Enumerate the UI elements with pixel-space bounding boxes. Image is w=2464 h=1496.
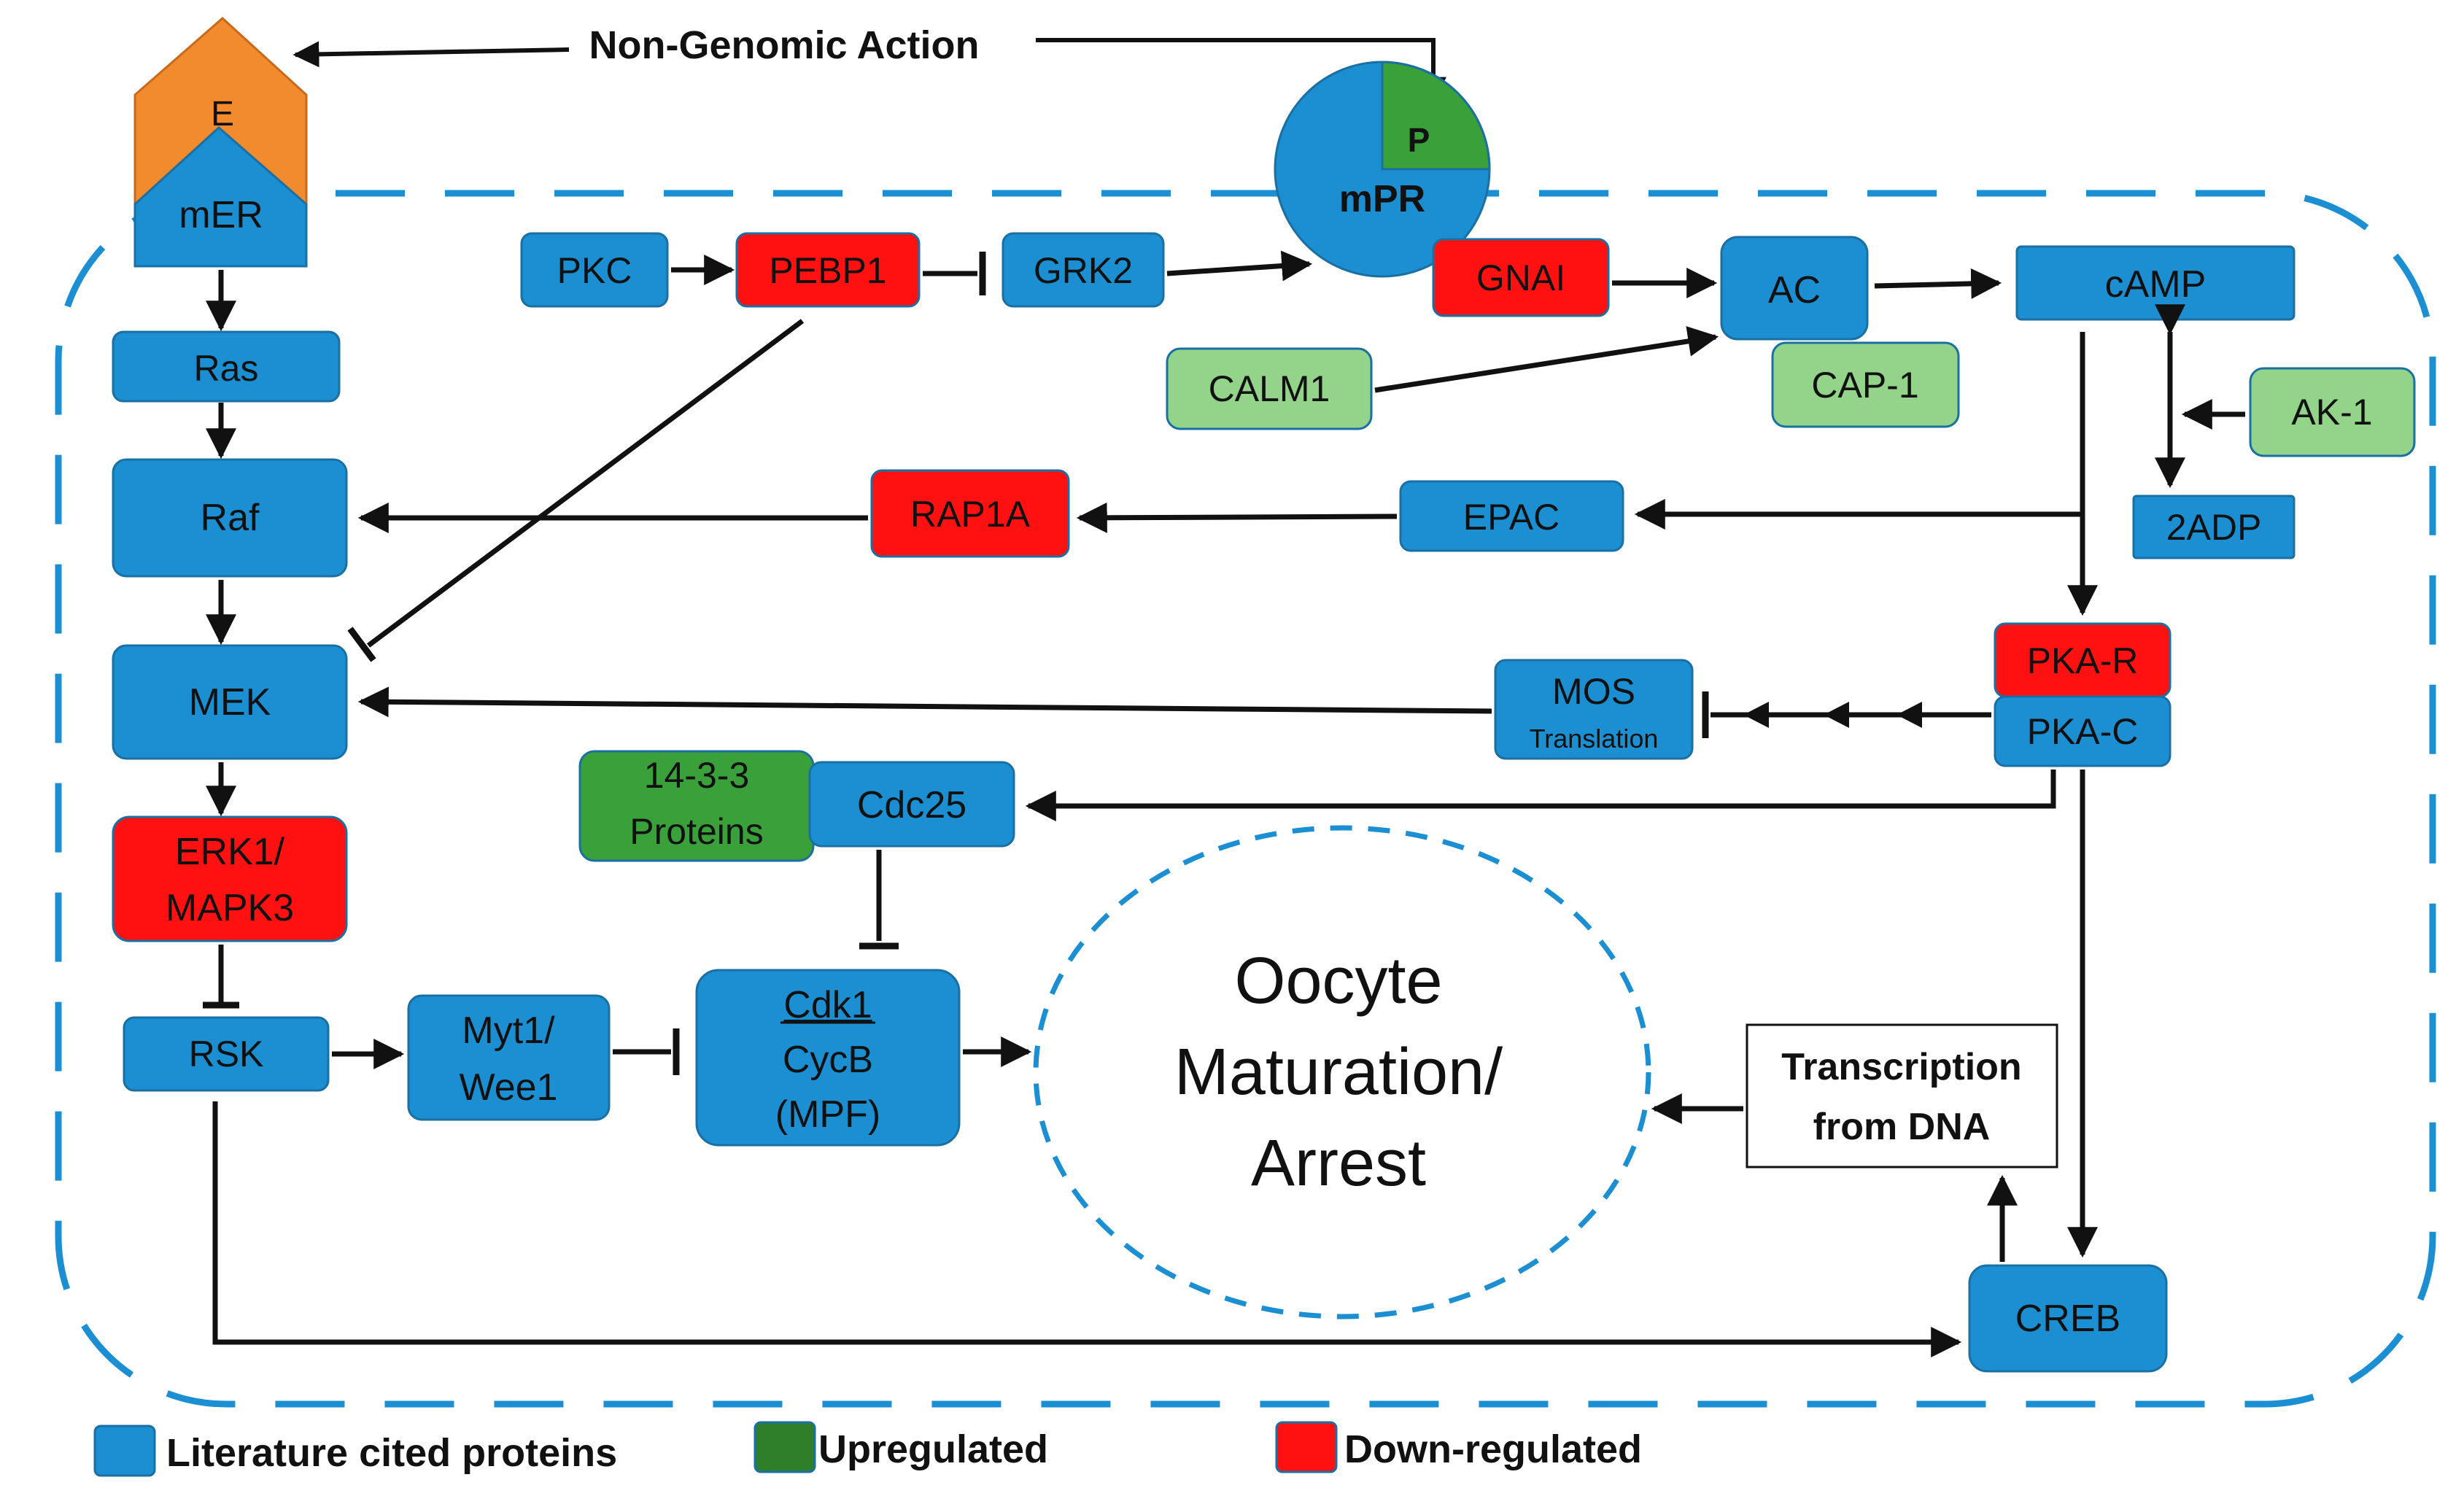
edges bbox=[203, 250, 2245, 1357]
node-rap1a: RAP1A bbox=[870, 469, 1070, 558]
transcription-label-line1: Transcription bbox=[1781, 1046, 2021, 1088]
node-raf: Raf bbox=[112, 458, 348, 578]
legend-label-upregulated: Upregulated bbox=[818, 1427, 1048, 1471]
legend-swatch-upregulated bbox=[753, 1421, 816, 1473]
estrogen-label: E bbox=[211, 95, 234, 133]
mer-receptor: E mER bbox=[133, 16, 308, 268]
node-14-3-3-proteins: 14-3-3 Proteins bbox=[578, 750, 815, 862]
p1433-label-line2: Proteins bbox=[629, 811, 763, 852]
mos-label: MOS bbox=[1552, 671, 1635, 712]
calm1-label: CALM1 bbox=[1209, 368, 1330, 409]
mos-translation-chevrons bbox=[1743, 702, 1922, 728]
mer-label: mER bbox=[179, 194, 263, 236]
node-pka-c: PKA-C bbox=[1994, 695, 2172, 767]
cap1-label: CAP-1 bbox=[1811, 365, 1918, 406]
legend-label-literature: Literature cited proteins bbox=[166, 1431, 617, 1475]
node-ak1: AK-1 bbox=[2249, 367, 2416, 457]
node-ac: AC bbox=[1720, 236, 1869, 341]
node-pka-r: PKA-R bbox=[1994, 622, 2172, 698]
node-pebp1: PEBP1 bbox=[735, 232, 921, 308]
mpr-receptor: P mPR bbox=[1274, 61, 1491, 278]
node-grk2: GRK2 bbox=[1002, 232, 1165, 308]
mpf-label: (MPF) bbox=[775, 1093, 880, 1136]
oocyte: Oocyte Maturation/ Arrest bbox=[1033, 825, 1651, 1319]
edge-epac-rap1a bbox=[1076, 502, 1398, 533]
oocyte-circle bbox=[1033, 825, 1651, 1319]
oocyte-label-line2: Maturation/ bbox=[1174, 1036, 1503, 1109]
legend-label-downregulated: Down-regulated bbox=[1344, 1427, 1642, 1471]
pkac-label: PKA-C bbox=[2027, 711, 2139, 752]
legend: Literature cited proteins Upregulated Do… bbox=[93, 1421, 1642, 1477]
transcription-label-line2: from DNA bbox=[1813, 1106, 1991, 1148]
node-epac: EPAC bbox=[1399, 480, 1624, 552]
grk2-label: GRK2 bbox=[1034, 250, 1133, 291]
edge-pebp1-mek bbox=[366, 319, 805, 648]
legend-swatch-downregulated bbox=[1275, 1421, 1338, 1473]
node-gnai: GNAI bbox=[1432, 238, 1610, 317]
myt1-label-line2: Wee1 bbox=[460, 1066, 558, 1109]
oocyte-label-line1: Oocyte bbox=[1234, 945, 1442, 1018]
node-rsk: RSK bbox=[123, 1016, 330, 1092]
edge-rsk-creb bbox=[212, 1101, 1962, 1357]
node-mek: MEK bbox=[112, 644, 348, 760]
pebp1-label: PEBP1 bbox=[769, 250, 886, 291]
oocyte-label-line3: Arrest bbox=[1251, 1127, 1426, 1200]
node-camp: cAMP bbox=[2015, 245, 2296, 321]
rap1a-label: RAP1A bbox=[910, 494, 1031, 535]
rsk-label: RSK bbox=[189, 1034, 264, 1074]
creb-label: CREB bbox=[2015, 1298, 2120, 1340]
node-cdc25: Cdc25 bbox=[808, 761, 1015, 848]
ras-label: Ras bbox=[194, 348, 259, 389]
node-transcription: Transcription from DNA bbox=[1746, 1023, 2058, 1168]
title-arrow-to-mer bbox=[292, 41, 570, 68]
node-myt1-wee1: Myt1/ Wee1 bbox=[407, 994, 611, 1121]
erk-label-line2: MAPK3 bbox=[166, 887, 294, 929]
node-2adp: 2ADP bbox=[2132, 495, 2296, 559]
p1433-label-line1: 14-3-3 bbox=[644, 755, 750, 796]
diagram-title: Non-Genomic Action bbox=[589, 23, 980, 67]
camp-label: cAMP bbox=[2105, 263, 2207, 306]
cell-membrane bbox=[55, 190, 2436, 1408]
node-creb: CREB bbox=[1968, 1264, 2168, 1373]
cycb-label: CycB bbox=[783, 1039, 873, 1081]
ak1-label: AK-1 bbox=[2291, 392, 2372, 433]
mek-label: MEK bbox=[189, 681, 271, 724]
node-ras: Ras bbox=[112, 330, 341, 403]
edge-pebp1-mek-bar bbox=[347, 627, 376, 662]
node-pkc: PKC bbox=[520, 232, 669, 308]
progesterone-label: P bbox=[1408, 121, 1430, 159]
myt1-label-line1: Myt1/ bbox=[462, 1009, 555, 1052]
node-mos: MOS Translation bbox=[1494, 659, 1694, 760]
node-erk1-mapk3: ERK1/ MAPK3 bbox=[112, 815, 348, 942]
raf-label: Raf bbox=[201, 497, 260, 539]
mos-sub-label: Translation bbox=[1530, 724, 1659, 753]
gnai-label: GNAI bbox=[1476, 257, 1565, 298]
pkc-label: PKC bbox=[557, 250, 632, 291]
node-cdk1-cycb-mpf: Cdk1 CycB (MPF) bbox=[695, 969, 961, 1147]
mer-shape bbox=[133, 125, 308, 268]
node-cap1: CAP-1 bbox=[1771, 341, 1960, 428]
progesterone-wedge bbox=[1381, 61, 1491, 171]
edge-grk2-mpr bbox=[1166, 250, 1313, 282]
edge-calm1-ac bbox=[1374, 326, 1719, 393]
edge-ac-camp bbox=[1874, 268, 2002, 299]
ac-label: AC bbox=[1768, 269, 1821, 311]
cdc25-label: Cdc25 bbox=[857, 784, 966, 826]
mpr-label: mPR bbox=[1339, 178, 1425, 220]
epac-label: EPAC bbox=[1463, 497, 1560, 538]
edge-mos-mek bbox=[357, 686, 1492, 718]
node-calm1: CALM1 bbox=[1166, 347, 1373, 430]
edge-pkac-cdc25 bbox=[1025, 770, 2056, 821]
adp-label: 2ADP bbox=[2166, 507, 2262, 548]
pkar-label: PKA-R bbox=[2027, 640, 2139, 681]
cdk1-label: Cdk1 bbox=[783, 984, 872, 1026]
legend-swatch-literature bbox=[93, 1425, 156, 1477]
erk-label-line1: ERK1/ bbox=[175, 831, 285, 873]
